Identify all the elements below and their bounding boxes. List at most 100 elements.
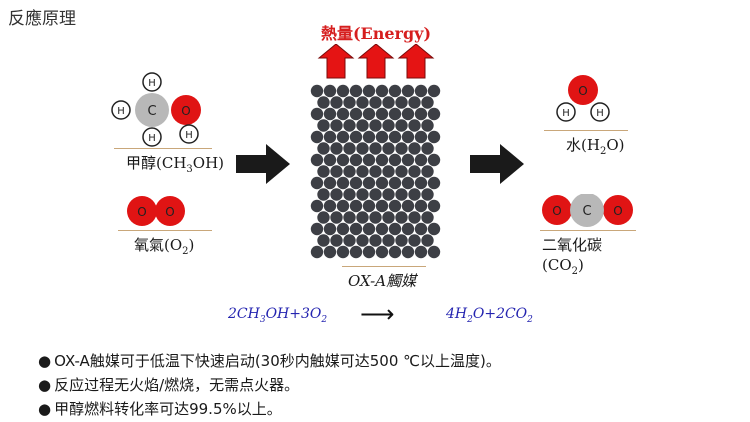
bullet-item: ●甲醇燃料转化率可达99.5%以上。: [38, 400, 282, 418]
catalyst-ball: [349, 222, 363, 236]
oxygen-label: 氧氣(O2): [134, 236, 195, 257]
catalyst-ball: [356, 165, 369, 178]
catalyst-ball: [349, 199, 363, 213]
catalyst-ball: [382, 211, 395, 224]
catalyst-ball: [336, 130, 350, 144]
catalyst-ball: [414, 130, 428, 144]
catalyst-ball: [362, 245, 376, 259]
catalyst-ball: [336, 199, 350, 213]
co2-molecule: O C O: [542, 194, 633, 227]
equation-right: 4H2O+2CO2: [446, 306, 533, 325]
svg-text:H: H: [148, 133, 156, 144]
svg-text:O: O: [165, 205, 174, 219]
page-title: 反應原理: [8, 9, 76, 29]
methanol-label: 甲醇(CH3OH): [126, 154, 225, 175]
catalyst-ball: [317, 96, 330, 109]
catalyst-ball: [375, 107, 389, 121]
co2-label-line1: 二氧化碳: [542, 236, 603, 254]
catalyst-ball: [401, 245, 415, 259]
catalyst-ball: [343, 165, 356, 178]
catalyst-ball: [401, 176, 415, 190]
water-molecule: O H H: [556, 75, 610, 122]
catalyst-ball: [317, 234, 330, 247]
catalyst-ball: [408, 165, 421, 178]
catalyst-ball: [375, 245, 389, 259]
catalyst-ball: [369, 188, 382, 201]
catalyst-ball: [369, 234, 382, 247]
catalyst-ball: [330, 96, 343, 109]
catalyst-ball: [388, 176, 402, 190]
process-arrow-icon: [470, 144, 524, 184]
catalyst-ball: [382, 142, 395, 155]
catalyst-ball: [336, 222, 350, 236]
catalyst-ball: [395, 234, 408, 247]
catalyst-block: [310, 84, 441, 259]
energy-label: 熱量(Energy): [320, 24, 432, 43]
energy-arrows: [317, 44, 435, 79]
catalyst-ball: [401, 84, 415, 98]
catalyst-ball: [427, 222, 441, 236]
catalyst-ball: [401, 199, 415, 213]
catalyst-ball: [362, 107, 376, 121]
divider: [540, 230, 636, 231]
catalyst-ball: [408, 119, 421, 132]
catalyst-ball: [317, 119, 330, 132]
catalyst-ball: [388, 153, 402, 167]
catalyst-ball: [349, 176, 363, 190]
oxygen-atom: [542, 195, 572, 225]
catalyst-ball: [369, 142, 382, 155]
catalyst-ball: [336, 153, 350, 167]
catalyst-ball: [395, 188, 408, 201]
catalyst-ball: [395, 96, 408, 109]
catalyst-ball: [414, 222, 428, 236]
catalyst-ball: [317, 188, 330, 201]
catalyst-ball: [317, 211, 330, 224]
catalyst-ball: [356, 211, 369, 224]
catalyst-ball: [388, 84, 402, 98]
catalyst-ball: [336, 107, 350, 121]
catalyst-ball: [421, 142, 434, 155]
catalyst-ball: [343, 234, 356, 247]
catalyst-ball: [427, 245, 441, 259]
catalyst-ball: [330, 142, 343, 155]
catalyst-ball: [401, 107, 415, 121]
catalyst-ball: [310, 176, 324, 190]
catalyst-ball: [369, 211, 382, 224]
catalyst-ball: [427, 84, 441, 98]
svg-text:H: H: [596, 108, 604, 119]
catalyst-ball: [414, 245, 428, 259]
catalyst-ball: [343, 188, 356, 201]
catalyst-ball: [414, 153, 428, 167]
catalyst-ball: [356, 96, 369, 109]
divider: [118, 230, 212, 231]
equation-left: 2CH3OH+3O2: [228, 306, 328, 325]
divider: [544, 130, 628, 131]
catalyst-ball: [408, 142, 421, 155]
catalyst-ball: [310, 84, 324, 98]
catalyst-ball: [369, 96, 382, 109]
oxygen-atom: [155, 196, 185, 226]
svg-text:O: O: [613, 204, 622, 218]
catalyst-ball: [421, 211, 434, 224]
catalyst-ball: [408, 188, 421, 201]
catalyst-ball: [401, 153, 415, 167]
catalyst-ball: [349, 84, 363, 98]
catalyst-ball: [323, 245, 337, 259]
svg-text:C: C: [147, 104, 156, 119]
catalyst-ball: [343, 211, 356, 224]
catalyst-ball: [414, 107, 428, 121]
catalyst-ball: [427, 153, 441, 167]
catalyst-ball: [310, 199, 324, 213]
catalyst-ball: [310, 222, 324, 236]
catalyst-ball: [401, 130, 415, 144]
equation-arrow: ⟶: [360, 300, 395, 328]
energy-arrow-icon: [397, 44, 435, 79]
catalyst-ball: [375, 130, 389, 144]
bullet-item: ●反应过程无火焰/燃烧，无需点火器。: [38, 376, 300, 394]
energy-arrow-icon: [357, 44, 395, 79]
catalyst-ball: [388, 222, 402, 236]
catalyst-ball: [356, 119, 369, 132]
catalyst-ball: [330, 234, 343, 247]
catalyst-ball: [382, 119, 395, 132]
catalyst-ball: [356, 142, 369, 155]
